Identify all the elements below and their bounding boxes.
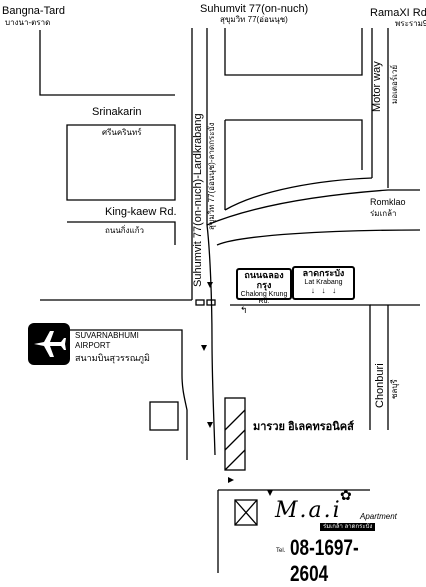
landmark-marauy-label: มารวย อิเลคทรอนิคส์: [253, 421, 354, 433]
sign-pole-b: [206, 299, 216, 306]
building-mai: [234, 499, 258, 526]
road-right-lower: [230, 304, 371, 430]
sign-lat-krabang: ลาดกระบัง Lat Krabang ↓ ↓ ↓: [292, 266, 355, 300]
road-label-bangna-en: Bangna-Tard: [2, 5, 65, 17]
road-label-kingkaew-th: ถนนกิ่งแก้ว: [105, 226, 145, 235]
block-mid-right: [225, 119, 363, 170]
road-label-lardkrabang-en: Suhumvit 77(on-nuch)-Lardkrabang: [192, 113, 204, 287]
building-mai-cross: [234, 499, 258, 526]
mai-logo-mark-icon: ✿: [340, 487, 352, 503]
airport-label-line1: SUVARNABHUMI: [75, 331, 139, 340]
block-top-left: [39, 30, 175, 96]
road-label-chonburi-en: Chonburi: [374, 363, 386, 408]
road-lower-left-b: [70, 329, 188, 460]
sign-pole-a: [195, 299, 205, 306]
sign-chalong-th: ถนนฉลองกรุง: [244, 270, 284, 290]
road-label-kingkaew-en: King-kaew Rd.: [105, 206, 177, 218]
direction-arrow-5: [267, 490, 273, 496]
mai-tagline: Apartment: [360, 512, 397, 521]
building-small: [149, 401, 179, 431]
sign-latkrabang-th: ลาดกระบัง: [302, 268, 345, 278]
building-marauy: [224, 397, 246, 471]
road-top-right: [224, 28, 363, 76]
road-label-romklao-en: Romklao: [370, 197, 406, 207]
road-label-suhumvit77-en: Suhumvit 77(on-nuch): [200, 3, 309, 15]
direction-arrow-4: [228, 477, 234, 483]
down-arrows-icon: ↓ ↓ ↓: [310, 285, 337, 295]
road-label-lardkrabang-th: สุขุมวิท 77(อ่อนนุช)-ลาดกระบัง: [207, 122, 216, 231]
road-map: [39, 28, 421, 573]
road-label-srinakarin-th: ศรีนครินทร์: [102, 128, 142, 137]
road-romklao-curve: [224, 177, 373, 211]
road-label-suhumvit77-th: สุขุมวิท 77(อ่อนนุช): [220, 15, 288, 24]
direction-arrow-3: [207, 422, 213, 428]
sign-chalong-en: Chalong Krung Rd.: [240, 290, 288, 306]
phone-prefix: Tel.: [276, 548, 286, 554]
building-marauy-hatch: [224, 409, 246, 471]
airplane-icon: [28, 323, 70, 365]
road-right-branch: [216, 229, 421, 246]
phone-number: 08-1697-2604: [290, 535, 359, 586]
airport-label-line2: AIRPORT: [75, 341, 111, 350]
road-label-srinakarin-en: Srinakarin: [92, 106, 142, 118]
sign-latkrabang-en: Lat Krabang: [304, 278, 343, 286]
mai-logo: M.a.i: [275, 498, 342, 523]
road-label-rama9-th: พระราม9: [395, 19, 426, 28]
road-label-romklao-th: ร่มเกล้า: [370, 209, 397, 218]
direction-arrow-2: [201, 345, 207, 351]
direction-arrow-1: [207, 282, 213, 288]
block-srinakarin: [66, 124, 176, 201]
road-label-bangna-th: บางนา-ตราด: [5, 18, 51, 27]
block-kingkaew: [67, 221, 176, 245]
road-center-curve: [206, 224, 216, 456]
road-label-chonburi-th: ชลบุรี: [390, 379, 399, 399]
road-label-motorway-th: มอเตอร์เวย์: [390, 64, 399, 104]
road-label-motorway-en: Motor way: [371, 61, 383, 112]
road-romklao-curve-inner: [206, 189, 420, 226]
mai-sub: ร่มเกล้า ลาดกระบัง: [320, 523, 376, 531]
airport-label-th: สนามบินสุวรรณภูมิ: [75, 353, 150, 363]
sign-chalong-krung: ถนนฉลองกรุง Chalong Krung Rd. ↰: [236, 268, 292, 315]
road-label-rama9-en: RamaXI Rd.: [370, 7, 426, 19]
turn-left-arrow-icon: ↰: [240, 305, 248, 316]
